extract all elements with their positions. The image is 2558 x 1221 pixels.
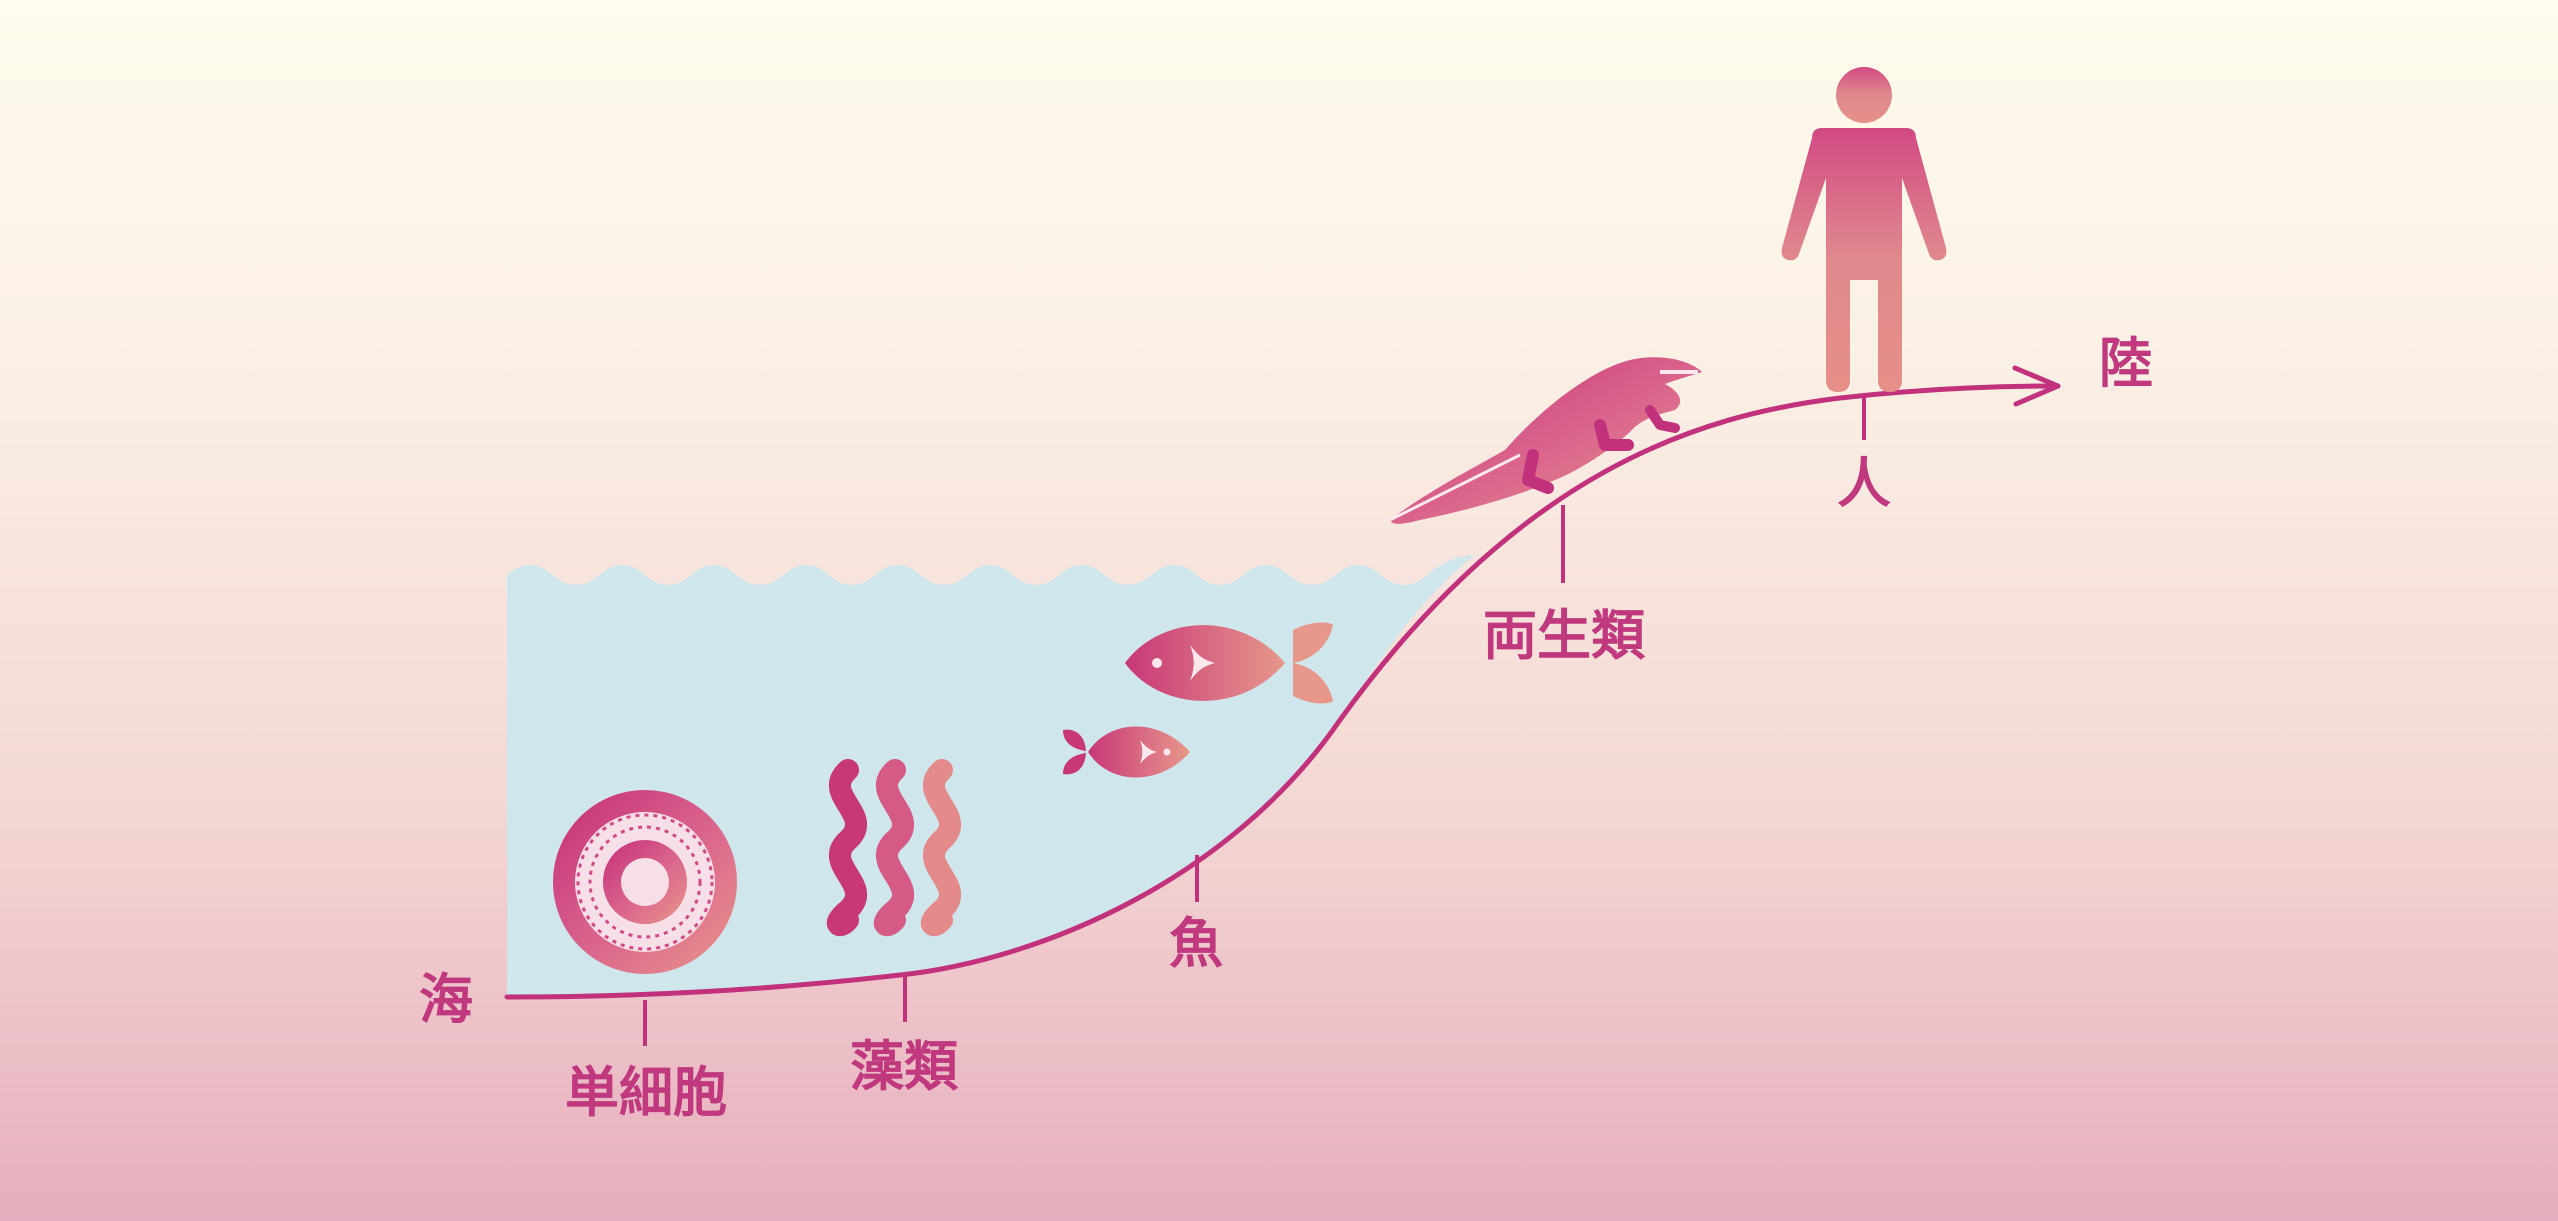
label-amphibian: 両生類 — [1483, 604, 1645, 667]
fish-icon-large — [1125, 622, 1333, 704]
amphibian-icon — [1389, 357, 1702, 524]
label-single-cell: 単細胞 — [565, 1061, 727, 1124]
human-icon — [1781, 67, 1947, 392]
label-human: 人 — [1837, 452, 1891, 515]
single-cell-icon — [553, 790, 737, 974]
label-sea: 海 — [419, 968, 473, 1031]
algae-icon — [827, 759, 961, 937]
evolution-curve — [504, 383, 2061, 1000]
label-land: 陸 — [2099, 332, 2153, 395]
land-arrowhead — [2012, 365, 2061, 407]
label-fish: 魚 — [1169, 912, 1223, 975]
fish-icon-small — [1063, 726, 1190, 778]
stage-ticks — [643, 396, 1866, 1046]
label-algae: 藻類 — [850, 1035, 958, 1098]
